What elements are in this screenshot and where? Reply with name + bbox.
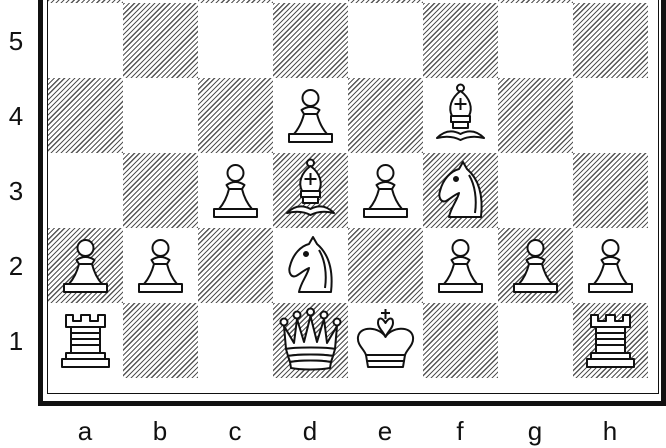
square-e4[interactable]: [348, 78, 423, 153]
white-rook-icon[interactable]: [573, 303, 648, 378]
file-label-h: h: [573, 414, 648, 448]
white-pawn-icon[interactable]: [423, 228, 498, 303]
chess-board: [47, 0, 659, 394]
white-pawn-icon[interactable]: [123, 228, 198, 303]
rank-label-5: 5: [0, 26, 32, 56]
square-a2[interactable]: [48, 228, 123, 303]
file-label-e: e: [348, 414, 423, 448]
rank-label-2: 2: [0, 251, 32, 281]
square-f3[interactable]: [423, 153, 498, 228]
rank-label-1: 1: [0, 326, 32, 356]
file-label-d: d: [273, 414, 348, 448]
square-h5[interactable]: [573, 3, 648, 78]
square-g3[interactable]: [498, 153, 573, 228]
square-e5[interactable]: [348, 3, 423, 78]
square-c5[interactable]: [198, 3, 273, 78]
white-rook-icon[interactable]: [48, 303, 123, 378]
square-c4[interactable]: [198, 78, 273, 153]
square-c1[interactable]: [198, 303, 273, 378]
square-g5[interactable]: [498, 3, 573, 78]
white-pawn-icon[interactable]: [198, 153, 273, 228]
white-king-icon[interactable]: [348, 303, 423, 378]
square-a5[interactable]: [48, 3, 123, 78]
white-bishop-icon[interactable]: [423, 78, 498, 153]
square-b1[interactable]: [123, 303, 198, 378]
square-f1[interactable]: [423, 303, 498, 378]
square-e2[interactable]: [348, 228, 423, 303]
square-d1[interactable]: [273, 303, 348, 378]
white-pawn-icon[interactable]: [48, 228, 123, 303]
white-pawn-icon[interactable]: [348, 153, 423, 228]
white-queen-icon[interactable]: [273, 303, 348, 378]
square-g1[interactable]: [498, 303, 573, 378]
square-g4[interactable]: [498, 78, 573, 153]
chess-board-frame: [38, 0, 666, 406]
square-b2[interactable]: [123, 228, 198, 303]
file-label-g: g: [498, 414, 573, 448]
square-c2[interactable]: [198, 228, 273, 303]
square-h4[interactable]: [573, 78, 648, 153]
file-label-a: a: [48, 414, 123, 448]
file-label-f: f: [423, 414, 498, 448]
square-a1[interactable]: [48, 303, 123, 378]
square-d2[interactable]: [273, 228, 348, 303]
white-knight-icon[interactable]: [273, 228, 348, 303]
square-a4[interactable]: [48, 78, 123, 153]
square-c3[interactable]: [198, 153, 273, 228]
square-b3[interactable]: [123, 153, 198, 228]
square-e3[interactable]: [348, 153, 423, 228]
square-b4[interactable]: [123, 78, 198, 153]
square-b5[interactable]: [123, 3, 198, 78]
square-f2[interactable]: [423, 228, 498, 303]
square-d3[interactable]: [273, 153, 348, 228]
white-pawn-icon[interactable]: [573, 228, 648, 303]
square-e1[interactable]: [348, 303, 423, 378]
file-label-b: b: [123, 414, 198, 448]
white-pawn-icon[interactable]: [498, 228, 573, 303]
white-pawn-icon[interactable]: [273, 78, 348, 153]
square-h2[interactable]: [573, 228, 648, 303]
white-knight-icon[interactable]: [423, 153, 498, 228]
square-d5[interactable]: [273, 3, 348, 78]
square-f4[interactable]: [423, 78, 498, 153]
square-g2[interactable]: [498, 228, 573, 303]
white-bishop-icon[interactable]: [273, 153, 348, 228]
square-d4[interactable]: [273, 78, 348, 153]
rank-label-3: 3: [0, 176, 32, 206]
square-a3[interactable]: [48, 153, 123, 228]
rank-label-4: 4: [0, 101, 32, 131]
file-label-c: c: [198, 414, 273, 448]
square-h1[interactable]: [573, 303, 648, 378]
square-h3[interactable]: [573, 153, 648, 228]
square-f5[interactable]: [423, 3, 498, 78]
